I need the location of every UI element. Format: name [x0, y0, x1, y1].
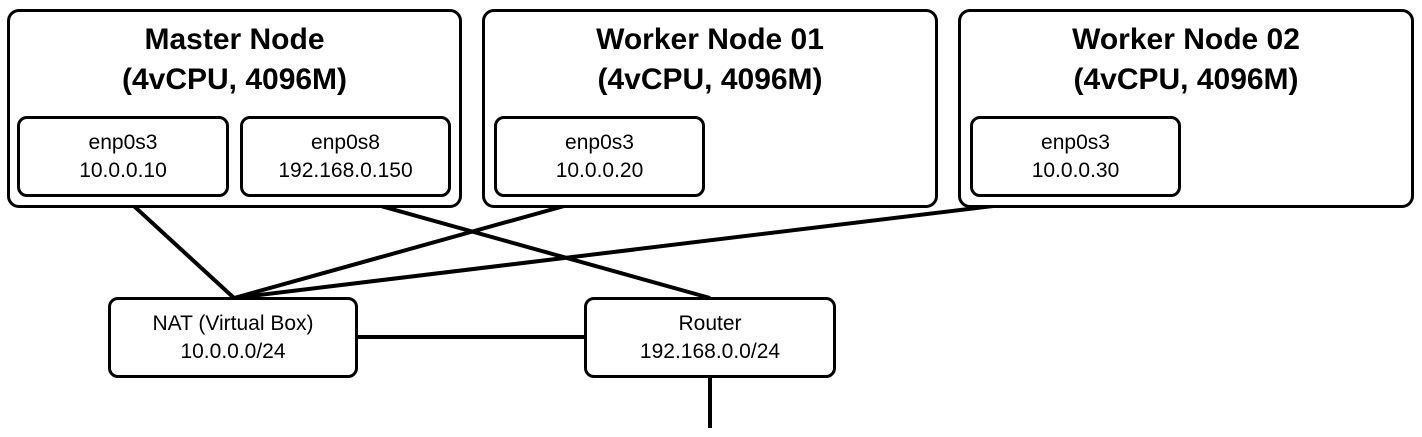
- router-box: Router 192.168.0.0/24: [584, 297, 836, 378]
- master-enp0s8-interface: enp0s8 192.168.0.150: [240, 116, 451, 197]
- link-master-enp0s3-to-nat: [121, 194, 236, 300]
- router-cidr: 192.168.0.0/24: [639, 339, 781, 363]
- interface-name: enp0s3: [565, 130, 634, 154]
- interface-ip: 10.0.0.10: [79, 158, 167, 182]
- master-node-spec: (4vCPU, 4096M): [121, 63, 348, 96]
- worker1-enp0s3-interface: enp0s3 10.0.0.20: [494, 116, 705, 197]
- worker-node-02-title: Worker Node 02 (4vCPU, 4096M): [961, 20, 1411, 100]
- interface-name: enp0s8: [311, 130, 380, 154]
- worker2-enp0s3-interface: enp0s3 10.0.0.30: [970, 116, 1181, 197]
- router-name: Router: [678, 311, 742, 335]
- interface-name: enp0s3: [88, 130, 158, 154]
- link-master-enp0s8-to-router: [344, 194, 711, 300]
- link-worker1-enp0s3-to-nat: [233, 194, 601, 300]
- interface-ip: 10.0.0.20: [555, 158, 644, 182]
- interface-ip: 10.0.0.30: [1031, 158, 1120, 182]
- worker-node-02-name: Worker Node 02: [1072, 23, 1300, 56]
- link-worker2-enp0s3-to-nat: [233, 194, 1077, 300]
- worker-node-01-name: Worker Node 01: [596, 23, 824, 56]
- nat-network-name: NAT (Virtual Box): [152, 311, 314, 335]
- nat-network-box: NAT (Virtual Box) 10.0.0.0/24: [108, 297, 358, 378]
- worker-node-01-spec: (4vCPU, 4096M): [597, 63, 823, 96]
- nat-network-cidr: 10.0.0.0/24: [180, 339, 286, 363]
- worker-node-01-box: Worker Node 01 (4vCPU, 4096M): [482, 9, 938, 208]
- worker-node-02-spec: (4vCPU, 4096M): [1073, 63, 1299, 96]
- master-node-title: Master Node (4vCPU, 4096M): [10, 20, 459, 100]
- worker-node-01-title: Worker Node 01 (4vCPU, 4096M): [485, 20, 935, 100]
- interface-name: enp0s3: [1041, 130, 1110, 154]
- master-enp0s3-interface: enp0s3 10.0.0.10: [17, 116, 229, 197]
- master-node-name: Master Node: [144, 23, 325, 56]
- interface-ip: 192.168.0.150: [278, 158, 413, 182]
